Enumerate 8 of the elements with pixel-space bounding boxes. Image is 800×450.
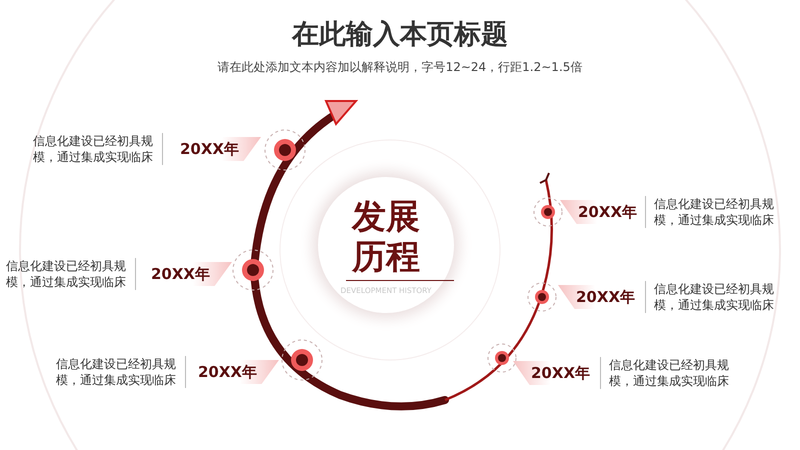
description-text: 信息化建设已经初具规模，通过集成实现临床: [645, 196, 775, 228]
description-text: 信息化建设已经初具规模，通过集成实现临床: [6, 258, 136, 290]
page-title: 在此输入本页标题: [290, 18, 509, 52]
description-text: 信息化建设已经初具规模，通过集成实现临床: [56, 356, 186, 388]
subtitle-text: 请在此处添加文本内容加以解释说明，字号12~24，行距1.2~1.5倍: [216, 59, 584, 76]
description-text: 信息化建设已经初具规模，通过集成实现临床: [645, 281, 775, 313]
description-text: 信息化建设已经初具规模，通过集成实现临床: [600, 357, 730, 389]
description-text: 信息化建设已经初具规模，通过集成实现临床: [33, 133, 163, 165]
